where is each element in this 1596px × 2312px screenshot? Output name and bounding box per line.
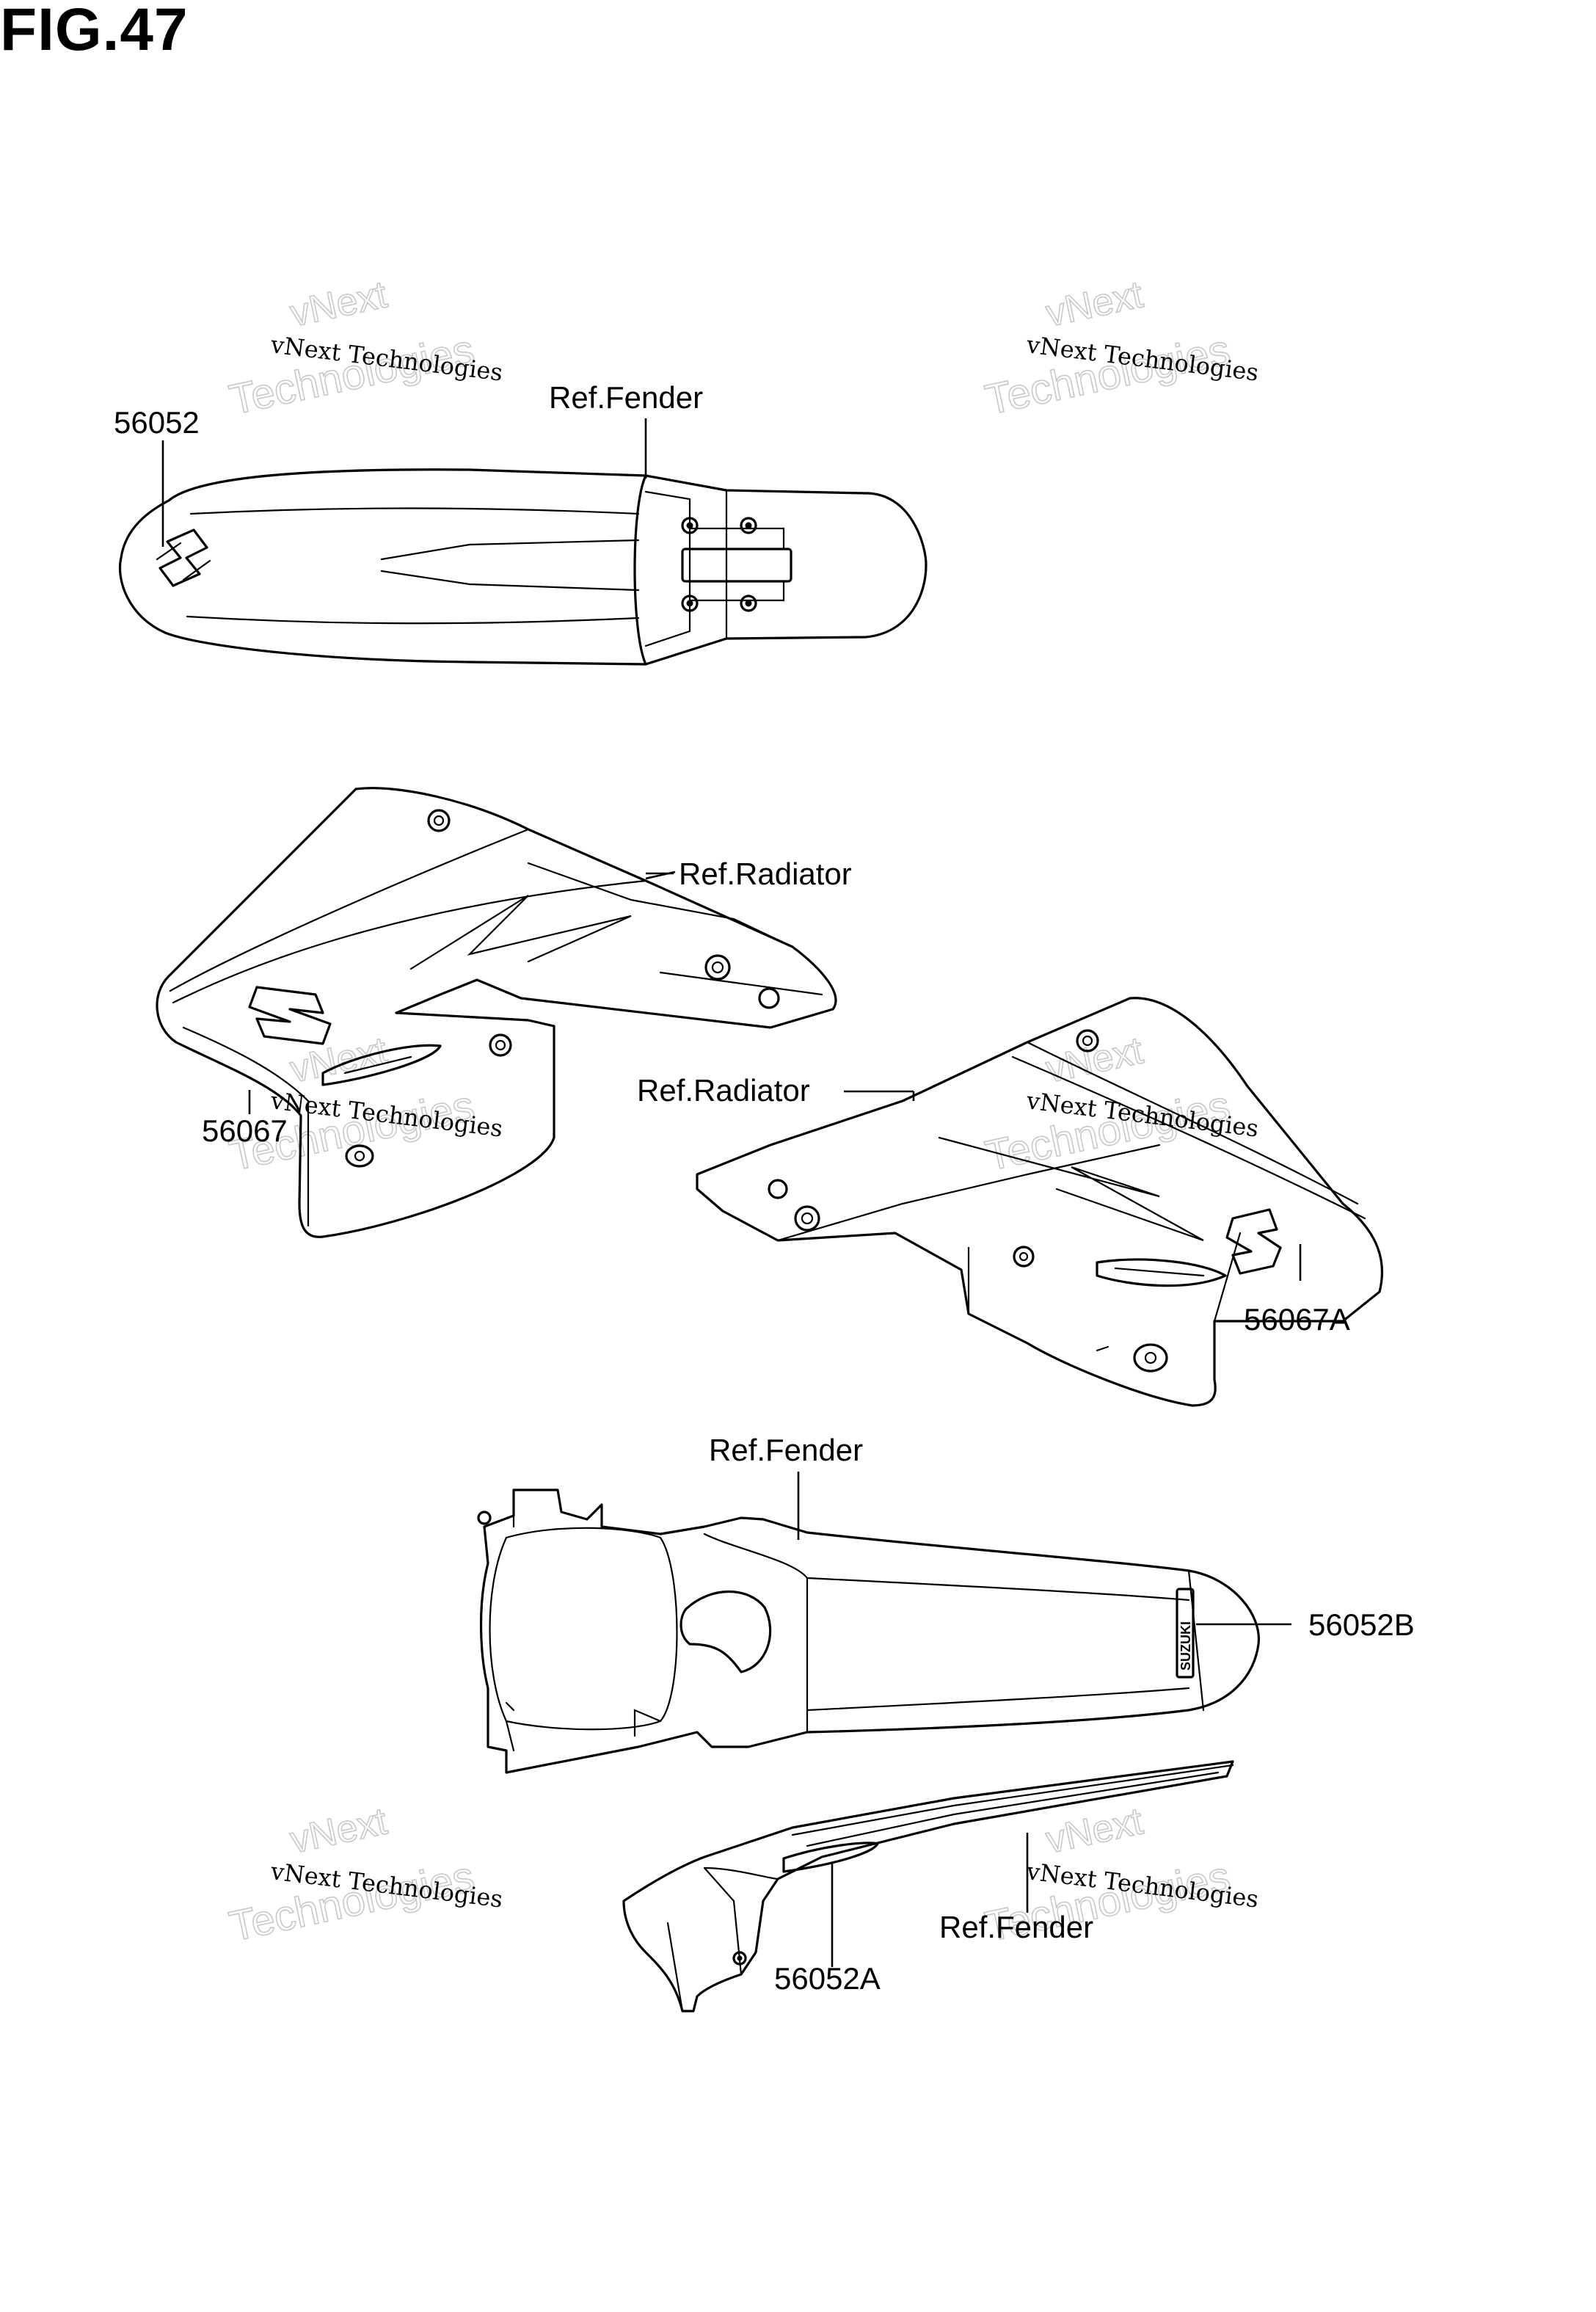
watermark-bottom-left: vNext Technologies vNext Technologies [225, 1799, 504, 1951]
rear-fender: SUZUKI [477, 1488, 1260, 1774]
watermark-vnext: vNext [286, 273, 391, 335]
label-ref-radiator-right: Ref.Radiator [637, 1073, 810, 1108]
rear-fender-side [622, 1760, 1234, 2013]
front-fender [118, 418, 928, 666]
label-ref-fender-rear: Ref.Fender [709, 1433, 863, 1467]
watermark-top-right: vNext Technologies vNext Technologies [980, 272, 1260, 424]
watermark-top-left: vNext Technologies vNext Technologies [225, 272, 504, 424]
suzuki-s-logo-icon [156, 528, 211, 587]
right-radiator-shroud [696, 997, 1384, 1407]
label-56052b: 56052B [1308, 1607, 1415, 1642]
label-56067: 56067 [202, 1113, 288, 1148]
watermark-vnext: vNext [1042, 1800, 1147, 1861]
label-56067a: 56067A [1244, 1302, 1350, 1337]
suzuki-decal-text: SUZUKI [1178, 1621, 1193, 1671]
watermark-vnext: vNext [286, 1800, 391, 1861]
label-56052: 56052 [114, 405, 200, 440]
label-ref-fender-front: Ref.Fender [549, 380, 703, 415]
left-radiator-shroud [156, 787, 837, 1238]
figure-title: FIG.47 [0, 0, 189, 63]
watermark-mid-left: vNext Technologies vNext Technologies [225, 1028, 504, 1180]
label-ref-radiator-left: Ref.Radiator [679, 857, 852, 891]
watermark-vnext: vNext [1042, 273, 1147, 335]
label-56052a: 56052A [774, 1961, 881, 1996]
watermark-vnext: vNext [1042, 1029, 1147, 1091]
label-ref-fender-side: Ref.Fender [939, 1910, 1093, 1944]
